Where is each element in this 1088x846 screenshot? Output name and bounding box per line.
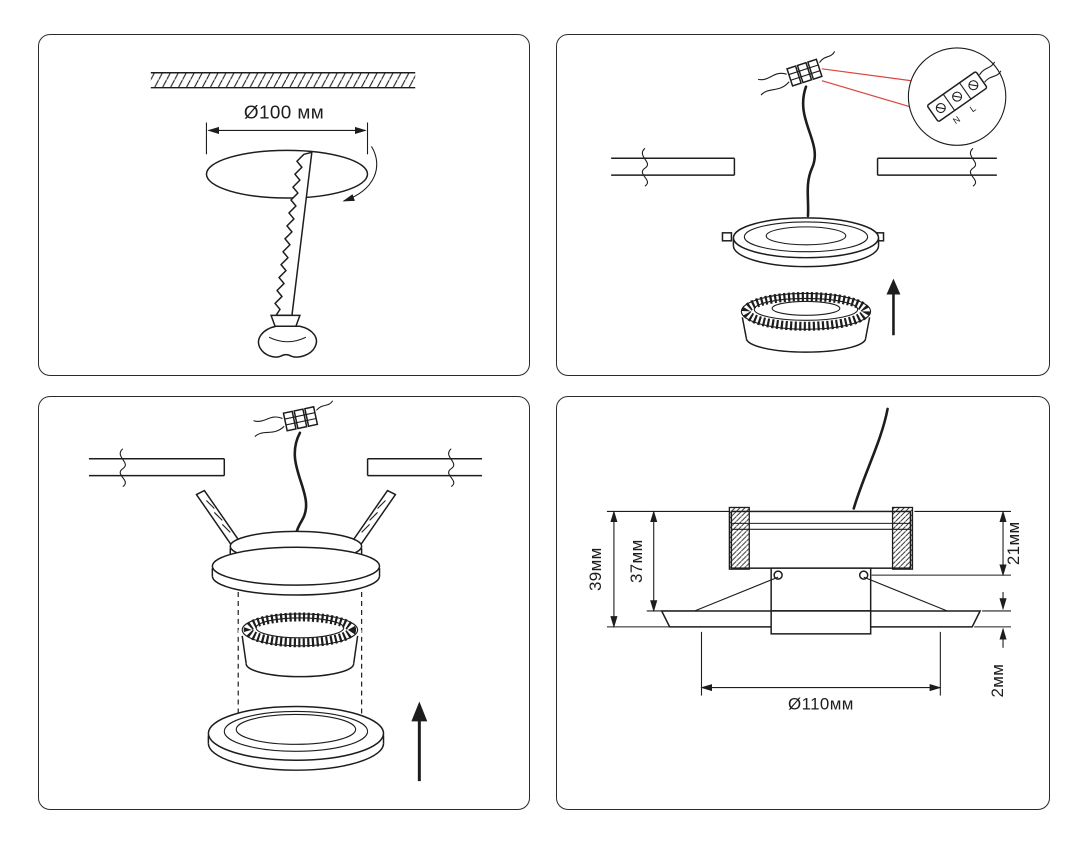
lamp-body [740, 291, 872, 353]
cut-hole-ellipse [205, 149, 369, 199]
spring-arm-right [863, 576, 948, 612]
dimension-39mm: 39мм [586, 510, 730, 629]
detail-leader-line [821, 80, 910, 108]
dimension-110mm: Ø110мм [700, 631, 942, 713]
spring-clip-left [195, 489, 241, 548]
mount-screw-left [728, 506, 750, 570]
saw-ferrule [270, 314, 301, 328]
panel-step-cut-hole: Ø100 мм [38, 34, 530, 376]
dimensions-drawing: 39мм 37мм 21мм 2мм [586, 407, 1023, 713]
cut-hole-drawing: Ø100 мм [150, 72, 416, 358]
wiring-drawing: N L [611, 47, 1007, 353]
panel-step-insert [38, 396, 530, 810]
spring-pivot-left [773, 570, 783, 580]
break-mark [448, 448, 455, 488]
ceiling-hatch-section [150, 72, 416, 89]
rotation-arrow-icon [342, 146, 378, 202]
spring-pivot-right [858, 570, 869, 580]
terminal-label-n: N [951, 114, 962, 126]
break-mark [119, 448, 126, 488]
insert-drawing [88, 400, 483, 782]
dimension-label-100mm: Ø100 мм [244, 103, 324, 124]
panel-dimensions: 39мм 37мм 21мм 2мм [556, 396, 1050, 810]
dimension-37mm: 37мм [627, 510, 695, 613]
spring-arm-left [694, 576, 779, 612]
wire-connector-icon [253, 400, 334, 438]
dimension-label-21mm: 21мм [1004, 521, 1023, 565]
terminal-detail-circle: N L [907, 47, 1007, 146]
panel-step-wiring: N L [556, 34, 1050, 376]
ceiling-section [88, 448, 483, 488]
mount-screw-right [891, 506, 914, 570]
fixture-housing [211, 530, 381, 596]
dimension-label-110mm: Ø110мм [788, 694, 854, 713]
trim-ring [207, 705, 385, 771]
power-wire [801, 85, 817, 218]
dimension-2mm: 2мм [974, 592, 1011, 698]
break-mark [969, 147, 977, 187]
spring-clip-right [350, 489, 397, 548]
detail-leader-line [821, 68, 912, 82]
dimension-label-2mm: 2мм [988, 664, 1007, 698]
lens-recess [770, 610, 872, 635]
ceiling-section [611, 147, 997, 187]
up-arrow-icon [886, 278, 901, 336]
dimension-label-37mm: 37мм [627, 539, 646, 583]
dimension-label-39mm: 39мм [586, 547, 605, 591]
power-wire [852, 407, 889, 510]
dimension-21mm: 21мм [871, 510, 1023, 577]
up-arrow-icon [411, 701, 428, 782]
break-mark [641, 147, 648, 187]
hole-diameter-dimension: Ø100 мм [205, 103, 369, 155]
wire-connector-icon [757, 51, 836, 96]
terminal-label-l: L [968, 103, 978, 114]
lamp-module [238, 611, 362, 678]
drywall-saw-icon [257, 151, 318, 358]
fixture-cross-section [660, 506, 982, 635]
trim-ring [721, 217, 885, 268]
